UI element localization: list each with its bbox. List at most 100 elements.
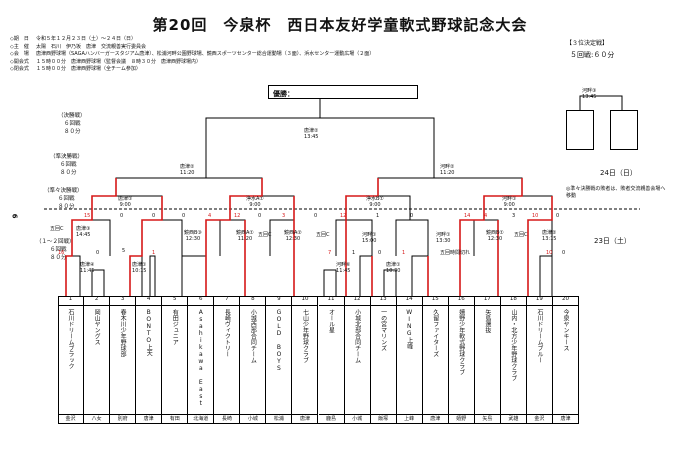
score: 0 — [410, 213, 414, 219]
team-area: 金沢 — [58, 414, 84, 424]
match-label: 五回C — [50, 226, 64, 232]
team-number: 1 — [58, 296, 84, 306]
team-area: 唐津 — [552, 414, 578, 424]
team-name: 長崎ヴィクトリー — [223, 309, 231, 357]
team-name: 石川ドリームブラック — [67, 309, 75, 369]
team-column: 3 春木川少年野球部別府 — [110, 296, 137, 424]
team-area: 嬉野 — [448, 414, 474, 424]
date-day1: 23日（土） — [594, 237, 631, 245]
team-number: 20 — [552, 296, 578, 306]
team-name: Asahikawa East — [197, 309, 205, 407]
team-name: 春木川少年野球部 — [119, 309, 127, 357]
score: 12 — [234, 213, 241, 219]
team-number: 15 — [422, 296, 448, 306]
score: 16 — [58, 250, 65, 256]
team-area: 小城 — [240, 414, 266, 424]
team-name: 矢島選抜 — [483, 309, 491, 333]
team-area: 上峰 — [396, 414, 422, 424]
score: 0 — [556, 213, 560, 219]
score: 0 — [120, 213, 124, 219]
score: 15 — [84, 213, 91, 219]
team-area: 八女 — [84, 414, 110, 424]
score: 4 — [208, 213, 212, 219]
team-name: WING上峰 — [405, 309, 413, 349]
score: 12 — [340, 213, 347, 219]
team-name: 小城西部合同チーム — [249, 309, 257, 363]
info-row: ◇会 場唐津西野球場（SAGAハンバーガースタジアム唐津）、松浦河畔公園野球場、… — [10, 51, 375, 58]
score: 0 — [96, 250, 100, 256]
team-number: 7 — [214, 296, 240, 306]
event-info: ◇期 日令和５年１２月２３日（土）～２４日（日） ◇主 催太陽 石川 伊乃坂 唐… — [10, 36, 374, 74]
team-name: 今泉ヤンキース — [561, 309, 569, 351]
score: 14 — [464, 213, 471, 219]
date-day2: 24日（日） — [600, 169, 637, 177]
score: 0 — [562, 250, 566, 256]
team-number: 14 — [396, 296, 422, 306]
team-area: 別府 — [110, 414, 136, 424]
team-area: 小城 — [344, 414, 370, 424]
team-column: 8 小城西部合同チーム小城 — [240, 296, 267, 424]
team-name: BONTO上天 — [145, 309, 153, 356]
match-label: 五回C — [258, 232, 272, 238]
team-name: GOLD BOYS — [275, 309, 283, 372]
score: 10 — [532, 213, 539, 219]
info-row: ◇期 日令和５年１２月２３日（土）～２４日（日） — [10, 36, 137, 42]
score: 3 — [512, 213, 516, 219]
team-number: 16 — [448, 296, 474, 306]
page-title: 第20回 今泉杯 西日本友好学童軟式野球記念大会 — [152, 16, 528, 34]
team-area: 金沢 — [526, 414, 552, 424]
team-name: 山内・北方少年野球クラブ — [509, 309, 517, 381]
match-label: 五回C — [316, 232, 330, 238]
team-area: 唐津 — [422, 414, 448, 424]
team-area: 矢島 — [474, 414, 500, 424]
score: 1 — [402, 250, 406, 256]
team-column: 20 今泉ヤンキース唐津 — [552, 296, 579, 424]
team-number: 18 — [500, 296, 526, 306]
team-name: 七山少年野球クラブ — [301, 309, 309, 363]
team-number: 5 — [162, 296, 188, 306]
score: 1 — [376, 213, 380, 219]
team-column: 18 山内・北方少年野球クラブ武雄 — [500, 296, 527, 424]
score: 4 — [484, 213, 488, 219]
score: 10 — [546, 250, 553, 256]
team-name: 石川ドリームブルー — [535, 309, 543, 363]
team-table — [58, 296, 579, 424]
team-number: 8 — [240, 296, 266, 306]
team-area: 武雄 — [500, 414, 526, 424]
team-area: 松浦 — [266, 414, 292, 424]
score: 5 — [122, 248, 126, 254]
info-row: ◇主 催太陽 石川 伊乃坂 唐津 交流親善実行委員会 — [10, 43, 147, 50]
team-number: 10 — [292, 296, 318, 306]
bronze-slot — [566, 110, 594, 150]
team-number: 3 — [110, 296, 136, 306]
score: 0 — [152, 213, 156, 219]
team-number: 2 — [84, 296, 110, 306]
champion-box: 優勝： — [268, 85, 418, 99]
